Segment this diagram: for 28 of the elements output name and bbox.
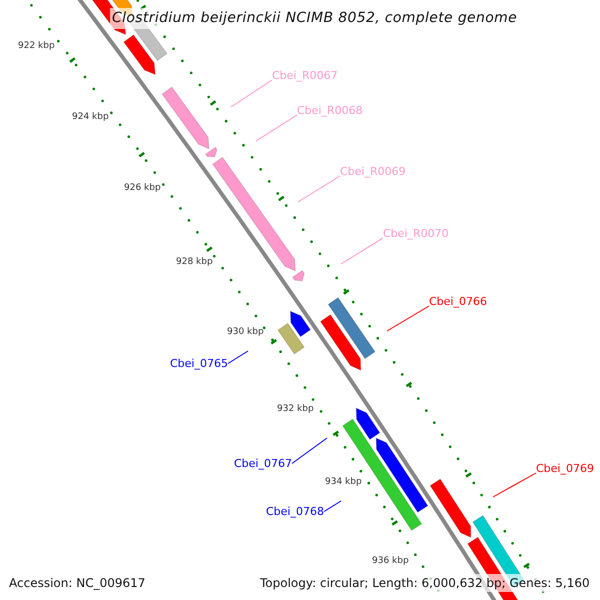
- leader-line: [323, 500, 342, 512]
- position-label: 928 kbp: [176, 256, 213, 269]
- gene-label: Cbei_R0068: [297, 104, 363, 117]
- gene-label: Cbei_0768: [266, 505, 324, 518]
- gene-label: Cbei_0767: [234, 457, 292, 470]
- leader-line: [340, 238, 384, 264]
- position-label: 930 kbp: [227, 326, 264, 339]
- position-label: 926 kbp: [124, 182, 161, 195]
- leader-line: [256, 114, 298, 142]
- gene-label: Cbei_R0070: [383, 227, 449, 240]
- footer-text: Topology: circular; Length: 6,000,632 bp; Genes: 5,160: [260, 574, 590, 592]
- leader-line: [230, 80, 272, 108]
- gene-label: Cbei_R0069: [340, 165, 406, 178]
- leader-line: [492, 472, 536, 498]
- gene-label: Cbei_0765: [170, 357, 228, 370]
- leader-line: [291, 438, 328, 464]
- leader-line: [227, 350, 248, 364]
- gene-label: Cbei_0766: [429, 295, 487, 308]
- position-label: 924 kbp: [72, 111, 109, 124]
- leader-line: [298, 176, 340, 202]
- gene-label: Cbei_0769: [536, 462, 594, 475]
- title: Clostridium beijerinckii NCIMB 8052, complete genome: [110, 8, 520, 29]
- position-label: 922 kbp: [18, 40, 55, 53]
- gene-label: Cbei_R0067: [272, 69, 338, 82]
- position-label: 936 kbp: [372, 555, 409, 568]
- position-label: 934 kbp: [325, 476, 362, 489]
- leader-line: [386, 306, 430, 332]
- position-label: 932 kbp: [277, 403, 314, 416]
